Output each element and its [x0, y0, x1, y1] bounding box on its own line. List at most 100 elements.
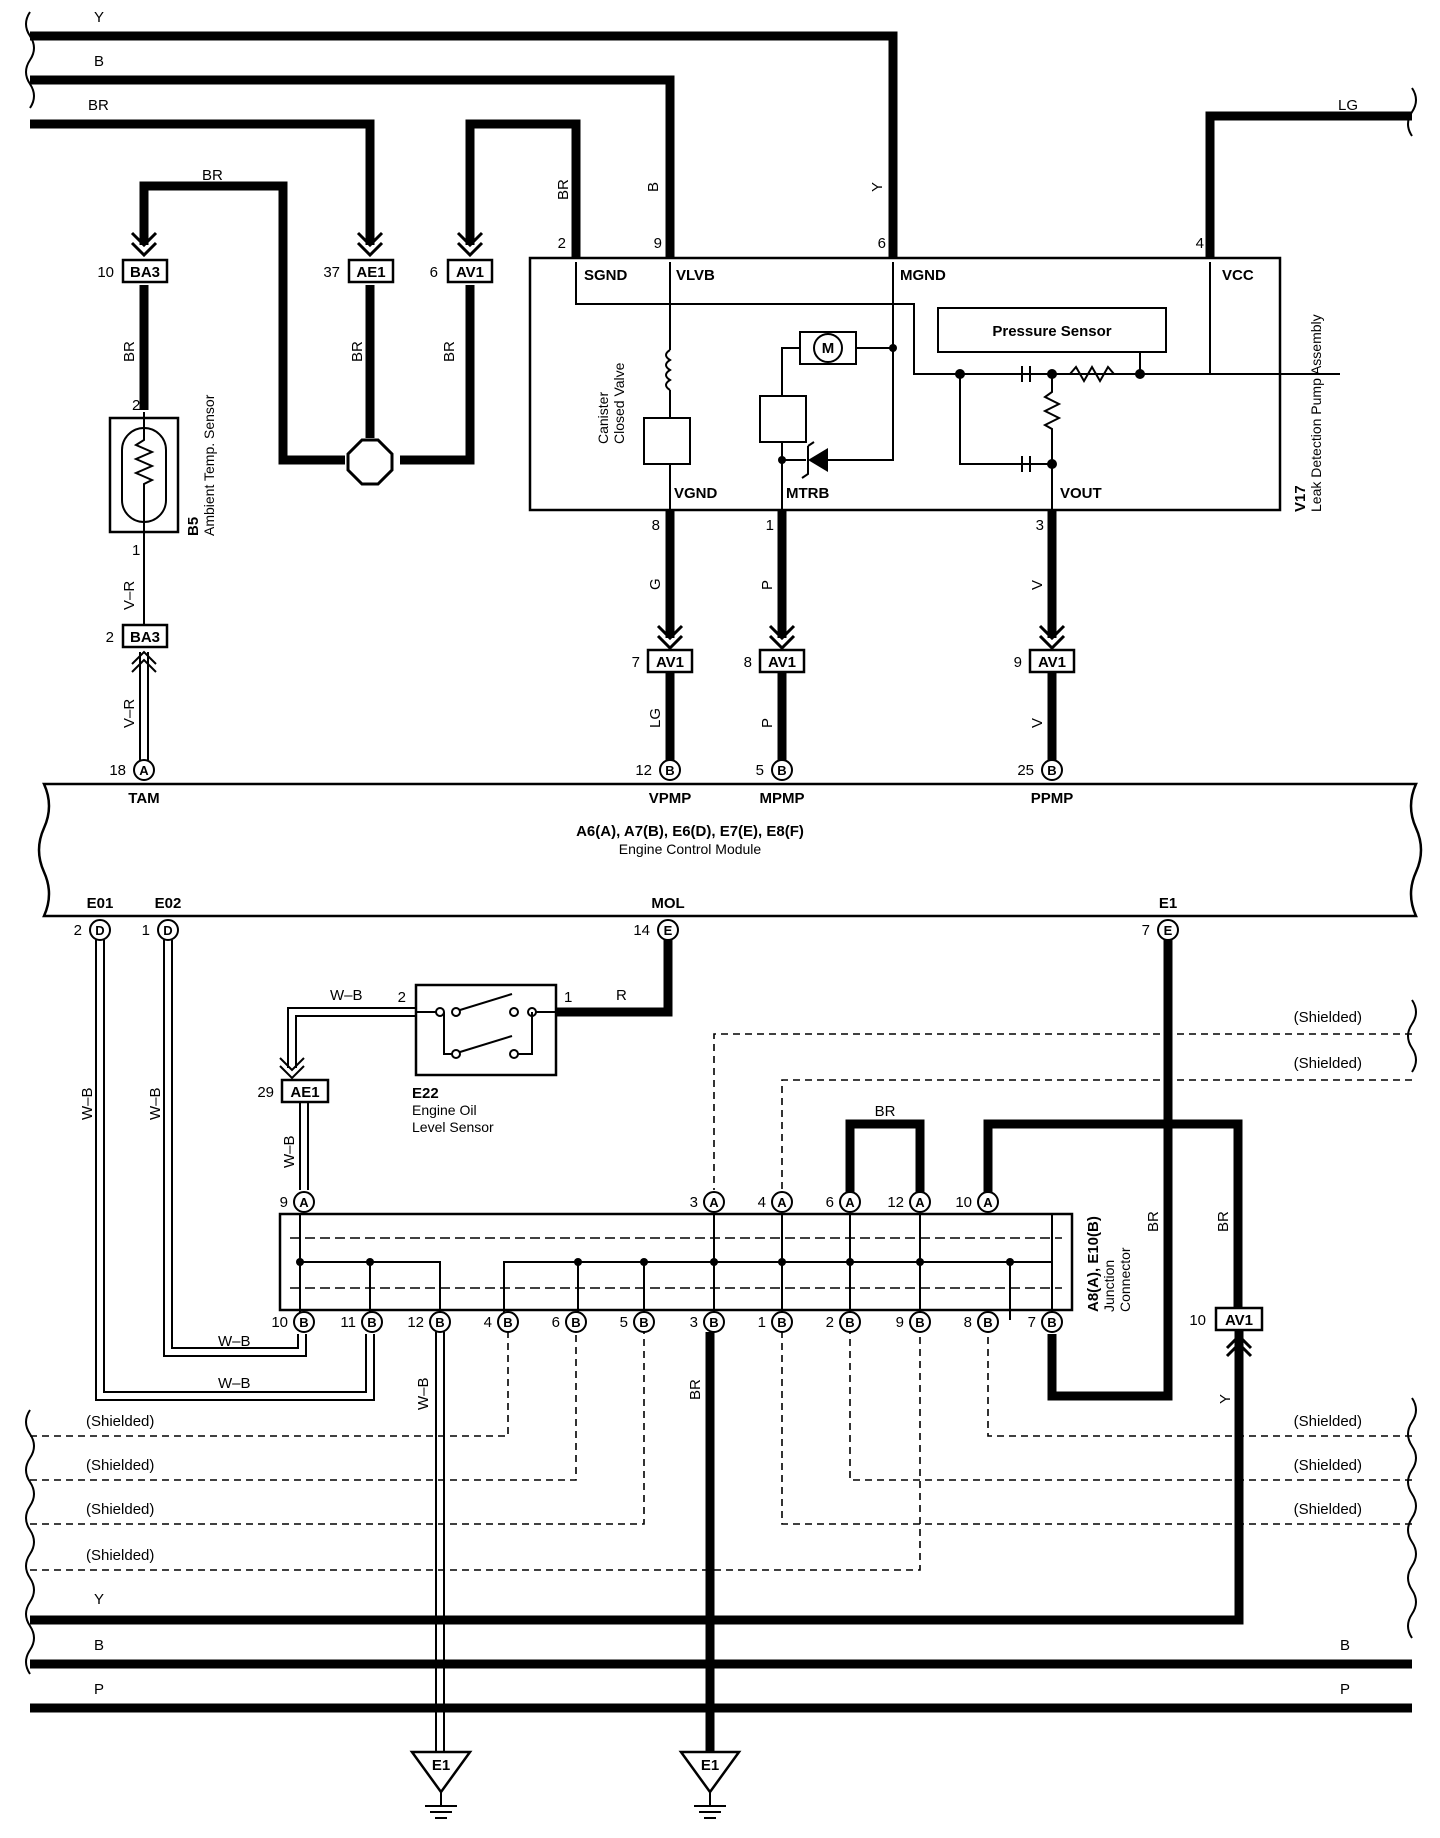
svg-text:E22: E22 [412, 1085, 439, 1102]
svg-text:1: 1 [766, 517, 774, 534]
svg-text:BR: BR [687, 1379, 704, 1400]
svg-text:VOUT: VOUT [1060, 485, 1102, 502]
svg-text:2: 2 [132, 397, 140, 414]
svg-text:A: A [709, 1195, 719, 1210]
ecm-terminal-tam: A 18 TAM [109, 759, 160, 807]
svg-text:A: A [915, 1195, 925, 1210]
svg-text:A: A [777, 1195, 787, 1210]
ecm-terminal-mol: MOL E 14 [633, 895, 685, 941]
svg-text:VGND: VGND [674, 485, 718, 502]
svg-text:(Shielded): (Shielded) [86, 1547, 154, 1564]
wire-label-br: BR [88, 97, 109, 114]
svg-text:W–B: W–B [330, 987, 363, 1004]
svg-text:1: 1 [142, 922, 150, 939]
svg-text:18: 18 [109, 762, 126, 779]
svg-text:B: B [435, 1315, 444, 1330]
svg-text:BR: BR [1145, 1211, 1162, 1232]
svg-text:BR: BR [202, 167, 223, 184]
svg-text:W–B: W–B [218, 1333, 251, 1350]
svg-text:E01: E01 [87, 895, 114, 912]
svg-text:P: P [1340, 1681, 1350, 1698]
wire-label-y: Y [94, 9, 104, 26]
svg-text:Junction: Junction [1101, 1260, 1117, 1312]
wire-label-b: B [94, 53, 104, 70]
svg-text:W–B: W–B [281, 1135, 298, 1168]
connector-ba3-bot: BA3 2 [106, 623, 169, 649]
ecm-terminal-e02: E02 D 1 [142, 895, 181, 941]
svg-text:W–B: W–B [218, 1375, 251, 1392]
ambient-temp-sensor: 2 1 B5 Ambient Temp. Sensor [108, 394, 217, 559]
svg-text:B: B [915, 1315, 924, 1330]
svg-text:B: B [503, 1315, 512, 1330]
pump-outputs: G P V AV1 AV1 AV1 7 8 9 LG P V [632, 510, 1076, 760]
svg-text:8: 8 [964, 1314, 972, 1331]
svg-text:2: 2 [826, 1314, 834, 1331]
svg-text:(Shielded): (Shielded) [1294, 1009, 1362, 1026]
svg-text:9: 9 [896, 1314, 904, 1331]
svg-text:(Shielded): (Shielded) [1294, 1413, 1362, 1430]
svg-text:12: 12 [887, 1194, 904, 1211]
svg-text:Closed Valve: Closed Valve [611, 362, 627, 444]
svg-text:2: 2 [106, 629, 114, 646]
svg-text:V17: V17 [1292, 485, 1309, 512]
svg-text:7: 7 [1142, 922, 1150, 939]
svg-text:AV1: AV1 [1038, 654, 1066, 671]
top-wires: Y B BR LG BR B Y BR BR BR BR [30, 9, 1412, 465]
svg-text:Level Sensor: Level Sensor [412, 1119, 494, 1135]
svg-text:AV1: AV1 [456, 264, 484, 281]
connector-ae1-top: AE1 37 [323, 258, 395, 284]
svg-text:37: 37 [323, 264, 340, 281]
svg-text:A: A [139, 763, 149, 778]
svg-text:4: 4 [484, 1314, 492, 1331]
shielded-lines-upper: (Shielded) (Shielded) [713, 1009, 1412, 1190]
svg-text:(Shielded): (Shielded) [1294, 1457, 1362, 1474]
svg-text:A6(A), A7(B), E6(D), E7(E), E8: A6(A), A7(B), E6(D), E7(E), E8(F) [576, 823, 804, 840]
svg-text:12: 12 [407, 1314, 424, 1331]
svg-text:BR: BR [349, 341, 366, 362]
svg-text:P: P [759, 580, 776, 590]
svg-text:Ambient Temp. Sensor: Ambient Temp. Sensor [201, 394, 217, 536]
wb-ground-wires: W–B W–B W–B W–B [79, 940, 375, 1401]
svg-text:8: 8 [744, 654, 752, 671]
svg-text:8: 8 [652, 517, 660, 534]
svg-text:BR: BR [121, 341, 138, 362]
svg-text:A: A [983, 1195, 993, 1210]
svg-text:A: A [299, 1195, 309, 1210]
svg-text:Engine Oil: Engine Oil [412, 1102, 477, 1118]
svg-text:3: 3 [690, 1194, 698, 1211]
svg-text:Engine Control Module: Engine Control Module [619, 841, 762, 857]
svg-text:10: 10 [97, 264, 114, 281]
svg-text:9: 9 [1014, 654, 1022, 671]
svg-text:10: 10 [271, 1314, 288, 1331]
svg-text:1: 1 [758, 1314, 766, 1331]
svg-text:MGND: MGND [900, 267, 946, 284]
svg-text:BR: BR [1215, 1211, 1232, 1232]
svg-text:B: B [645, 182, 662, 192]
svg-text:AE1: AE1 [290, 1084, 319, 1101]
svg-text:5: 5 [620, 1314, 628, 1331]
svg-text:(Shielded): (Shielded) [86, 1501, 154, 1518]
svg-text:4: 4 [758, 1194, 766, 1211]
svg-text:VCC: VCC [1222, 267, 1254, 284]
svg-text:B: B [845, 1315, 854, 1330]
svg-text:D: D [95, 923, 104, 938]
break-edges [25, 11, 1417, 1675]
svg-text:E1: E1 [701, 1757, 719, 1774]
svg-text:Y: Y [869, 182, 886, 192]
svg-text:MTRB: MTRB [786, 485, 829, 502]
svg-text:B: B [1047, 1315, 1056, 1330]
engine-control-module: A6(A), A7(B), E6(D), E7(E), E8(F) Engine… [37, 782, 1423, 918]
svg-text:Connector: Connector [1117, 1247, 1133, 1312]
engine-oil-level-sensor: R 2 1 E22 Engine Oil Level Sensor [398, 940, 673, 1135]
svg-text:AV1: AV1 [656, 654, 684, 671]
connector-av1-10: AV1 10 [1189, 1306, 1264, 1332]
svg-text:B: B [571, 1315, 580, 1330]
svg-text:A8(A), E10(B): A8(A), E10(B) [1085, 1216, 1102, 1312]
svg-text:6: 6 [430, 264, 438, 281]
svg-text:W–B: W–B [79, 1087, 96, 1120]
svg-text:3: 3 [690, 1314, 698, 1331]
ecm-terminal-vpmp: B 12 VPMP [635, 759, 691, 807]
svg-text:P: P [759, 718, 776, 728]
svg-text:B: B [983, 1315, 992, 1330]
